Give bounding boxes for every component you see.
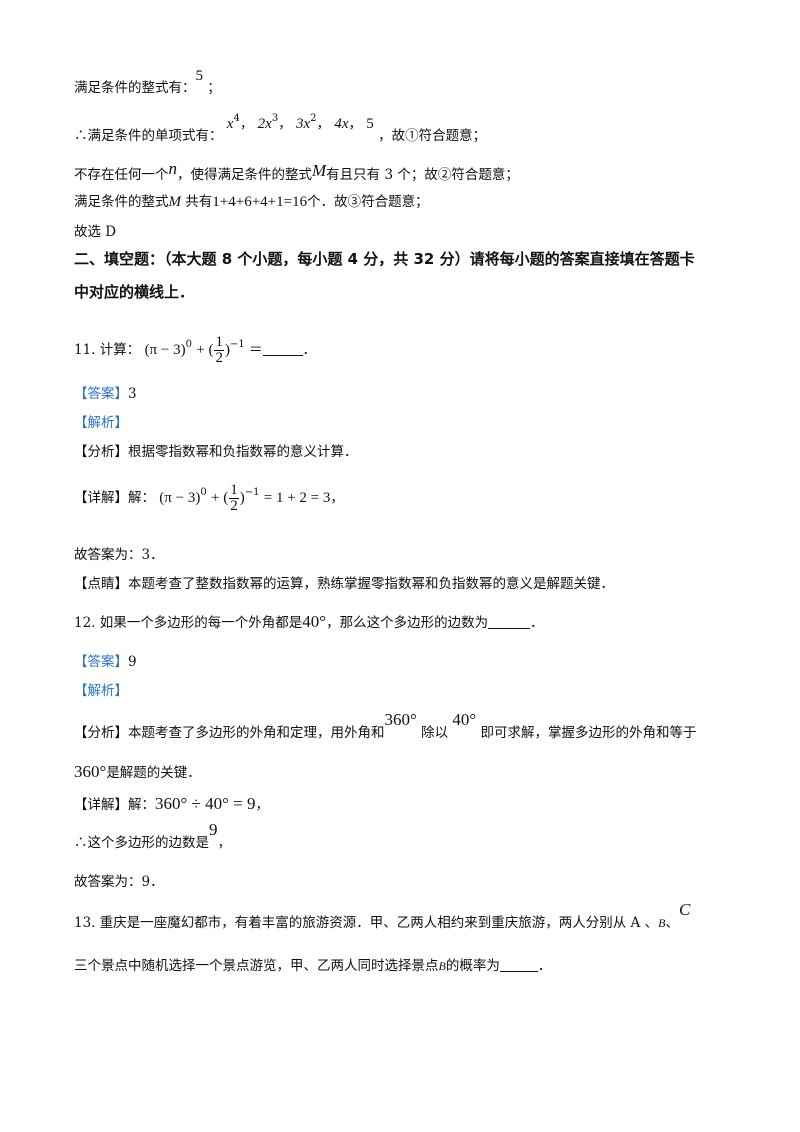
analysis-tag-11: 【解析】 — [74, 415, 128, 431]
question-13: 13. 重庆是一座魔幻都市，有着丰富的旅游资源．甲、乙两人相约来到重庆旅游，两人… — [74, 900, 691, 931]
section-heading-line-2: 中对应的横线上． — [74, 283, 195, 301]
line-no-n-exists: 不存在任何一个n，使得满足条件的整式M有且只有 3 个；故②符合题意； — [74, 159, 519, 183]
analysis-tag-12: 【解析】 — [74, 683, 128, 699]
analysis-11: 【分析】根据零指数幂和负指数幂的意义计算． — [74, 444, 358, 460]
line-choose-d: 故选 D — [74, 224, 117, 240]
answer-11: 【答案】3 — [74, 386, 137, 402]
question-12: 12. 如果一个多边形的每一个外角都是40°，那么这个多边形的边数为． — [74, 612, 544, 631]
line-satisfying-polynomials: 满足条件的整式有：5 ； — [74, 68, 221, 96]
analysis-12: 【分析】本题考查了多边形的外角和定理，用外角和360° 除以 40° 即可求解，… — [74, 710, 697, 741]
math-five: 5 — [195, 68, 204, 84]
detail-12: 【详解】解：360° ÷ 40° = 9， — [74, 794, 270, 813]
line-monomials: ∴满足条件的单项式有： x4， 2x3， 3x2， 4x， 5 ，故①符合题意； — [74, 113, 487, 145]
answer-blank — [488, 614, 531, 629]
line-total-count: 满足条件的整式M 共有1+4+6+4+1=16个．故③符合题意； — [74, 194, 429, 210]
answer-12: 【答案】9 — [74, 654, 137, 670]
question-13-cont: 三个景点中随机选择一个景点游览，甲、乙两人同时选择景点B的概率为． — [74, 957, 552, 974]
final-answer-11: 故答案为：3． — [74, 547, 164, 563]
detail-12-conclusion: ∴这个多边形的边数是9， — [74, 820, 231, 851]
final-answer-12: 故答案为：9． — [74, 874, 164, 890]
section-heading-line-1: 二、填空题：（本大题 8 个小题，每小题 4 分，共 32 分）请将每小题的答案… — [74, 250, 695, 268]
analysis-12-cont: 360°是解题的关键． — [74, 762, 201, 781]
answer-blank — [262, 341, 303, 356]
remark-11: 【点睛】本题考查了整数指数幂的运算，熟练掌握零指数幂和负指数幂的意义是解题关键． — [74, 576, 614, 592]
answer-blank — [499, 957, 538, 972]
